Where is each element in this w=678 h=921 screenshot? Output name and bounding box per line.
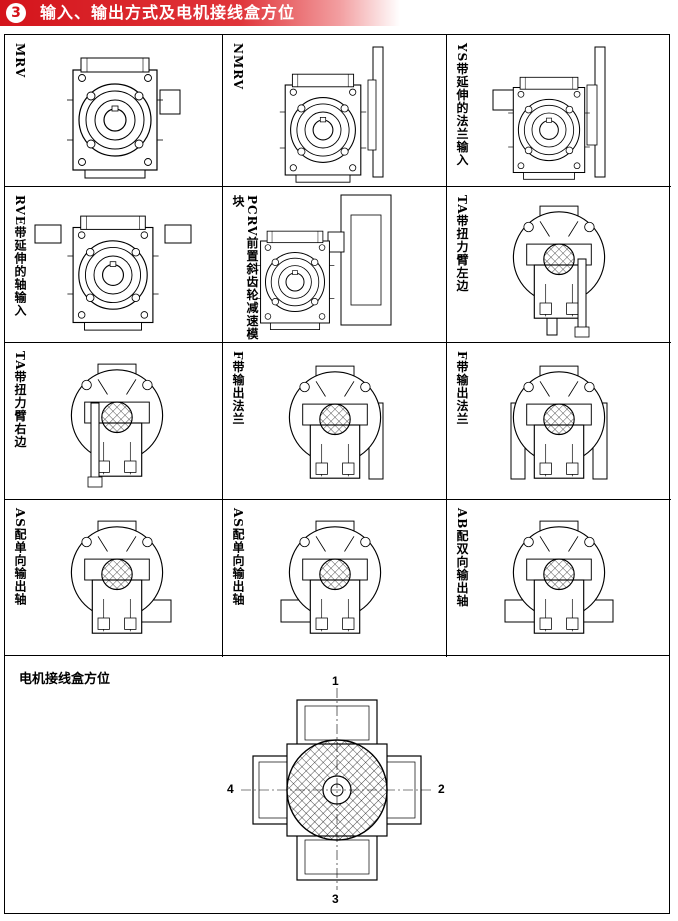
mrv-drawing bbox=[66, 57, 181, 179]
section-title: 输入、输出方式及电机接线盒方位 bbox=[40, 3, 296, 22]
cell-label: F带输出法兰 bbox=[231, 351, 245, 426]
terminal-box-title: 电机接线盒方位 bbox=[19, 672, 111, 687]
position-label-1: 1 bbox=[332, 674, 339, 688]
cell-label: RVE带延伸的轴输入 bbox=[13, 195, 27, 318]
cell-ab: AB配双向输出轴 bbox=[447, 500, 671, 657]
rve-drawing bbox=[34, 215, 192, 331]
cell-rve: RVE带延伸的轴输入 bbox=[5, 187, 223, 343]
cell-ta-left: TA带扭力臂左边 bbox=[447, 187, 671, 343]
as-shaft-drawing-1 bbox=[70, 520, 172, 634]
cell-label: AB配双向输出轴 bbox=[455, 508, 469, 608]
as-shaft-drawing-2 bbox=[280, 520, 382, 634]
cell-ta-right: TA带扭力臂右边 bbox=[5, 343, 223, 500]
cell-pcrv: PCRV前置斜齿轮减速模块 bbox=[223, 187, 447, 343]
cell-label: TA带扭力臂右边 bbox=[13, 351, 27, 449]
cell-label: AS配单向输出轴 bbox=[231, 508, 245, 606]
cell-label: PCRV前置斜齿轮减速模块 bbox=[231, 195, 259, 341]
cell-label: MRV bbox=[13, 43, 27, 79]
terminal-box-diagram bbox=[241, 688, 433, 890]
position-label-3: 3 bbox=[332, 892, 339, 906]
cell-f-1: F带输出法兰 bbox=[223, 343, 447, 500]
cell-nmrv: NMRV bbox=[223, 35, 447, 187]
cell-label: AS配单向输出轴 bbox=[13, 508, 27, 606]
f-flange-drawing-1 bbox=[288, 365, 384, 480]
cell-label: YS带延伸的法兰输入 bbox=[455, 43, 469, 167]
cell-label: TA带扭力臂左边 bbox=[455, 195, 469, 293]
position-label-4: 4 bbox=[227, 782, 234, 796]
f-flange-drawing-2 bbox=[510, 365, 608, 480]
position-label-2: 2 bbox=[438, 782, 445, 796]
cell-as-1: AS配单向输出轴 bbox=[5, 500, 223, 657]
ab-shaft-drawing bbox=[504, 520, 614, 634]
cell-f-2: F带输出法兰 bbox=[447, 343, 671, 500]
cell-ys: YS带延伸的法兰输入 bbox=[447, 35, 671, 187]
cell-mrv: MRV bbox=[5, 35, 223, 187]
mounting-options-grid: MRV NMRV YS带延伸的法兰输入 RVE带延伸的轴输入 P bbox=[4, 34, 671, 657]
section-number-badge: 3 bbox=[6, 3, 26, 23]
pcrv-drawing bbox=[255, 194, 392, 331]
terminal-box-section: 电机接线盒方位 1 2 3 4 bbox=[4, 656, 670, 914]
ys-drawing bbox=[492, 46, 606, 180]
ta-right-drawing bbox=[70, 363, 164, 488]
nmrv-drawing bbox=[279, 46, 384, 183]
section-header: 3 输入、输出方式及电机接线盒方位 bbox=[0, 0, 678, 26]
cell-label: F带输出法兰 bbox=[455, 351, 469, 426]
cell-as-2: AS配单向输出轴 bbox=[223, 500, 447, 657]
cell-label: NMRV bbox=[231, 43, 245, 91]
ta-left-drawing bbox=[512, 205, 606, 338]
header-bar bbox=[0, 0, 400, 26]
